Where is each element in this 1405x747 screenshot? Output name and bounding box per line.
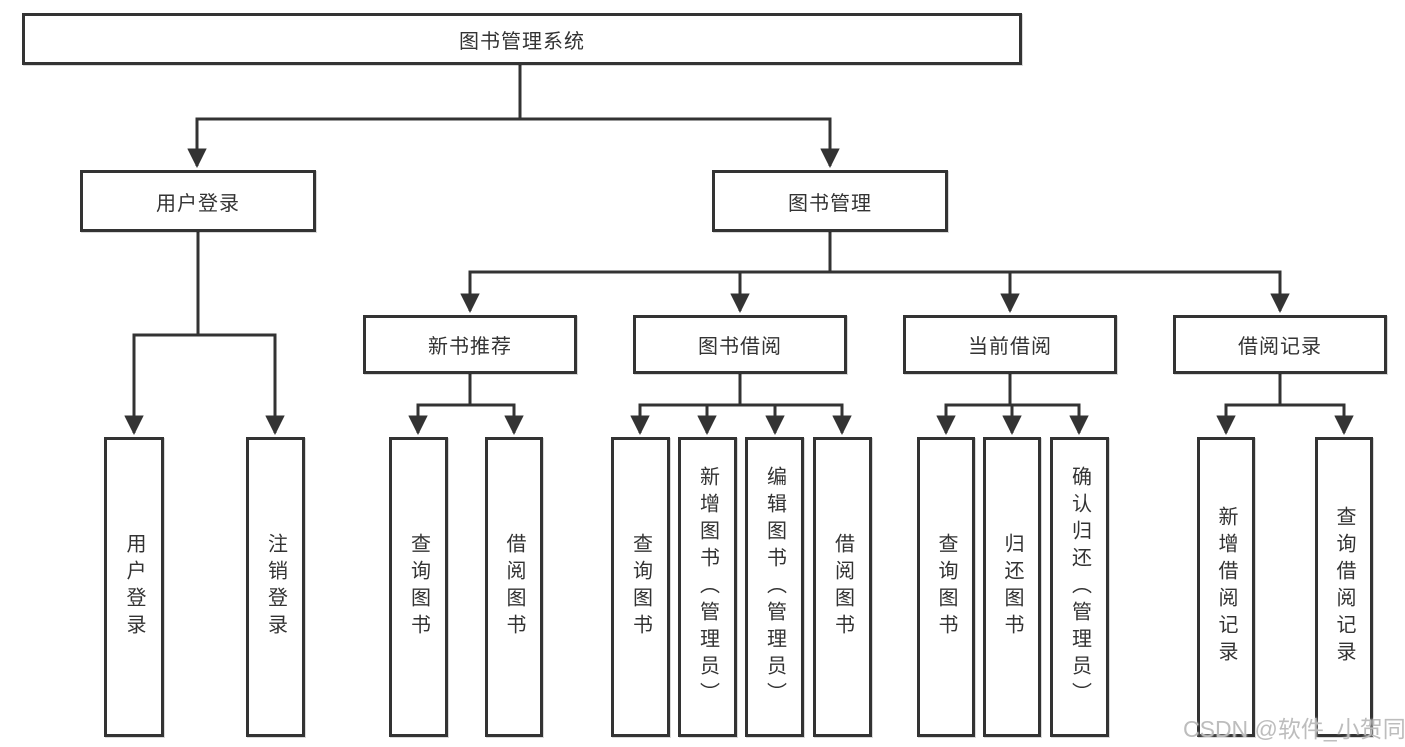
node-current-borrowing: 当前借阅 [903, 315, 1117, 374]
leaf-edit-book-admin: 编辑图书（管理员） [745, 437, 804, 737]
node-borrowing-records: 借阅记录 [1173, 315, 1387, 374]
leaf-search-books-3: 查询图书 [917, 437, 975, 737]
csdn-watermark: CSDN @软件_小贺同学 [1183, 716, 1405, 742]
leaf-add-book-admin: 新增图书（管理员） [678, 437, 737, 737]
node-user-login: 用户登录 [80, 170, 316, 232]
leaf-search-borrow-record: 查询借阅记录 [1315, 437, 1373, 737]
leaf-search-books-1: 查询图书 [389, 437, 448, 737]
leaf-add-borrow-record: 新增借阅记录 [1197, 437, 1255, 737]
node-book-borrowing: 图书借阅 [633, 315, 847, 374]
node-root-library-system: 图书管理系统 [22, 13, 1022, 65]
leaf-logout: 注销登录 [246, 437, 305, 737]
node-new-book-recommend: 新书推荐 [363, 315, 577, 374]
leaf-user-login: 用户登录 [104, 437, 164, 737]
leaf-confirm-return-admin: 确认归还（管理员） [1050, 437, 1109, 737]
leaf-return-book: 归还图书 [983, 437, 1041, 737]
leaf-borrow-books-2: 借阅图书 [813, 437, 872, 737]
node-book-management: 图书管理 [712, 170, 948, 232]
leaf-search-books-2: 查询图书 [611, 437, 670, 737]
leaf-borrow-books-1: 借阅图书 [485, 437, 543, 737]
